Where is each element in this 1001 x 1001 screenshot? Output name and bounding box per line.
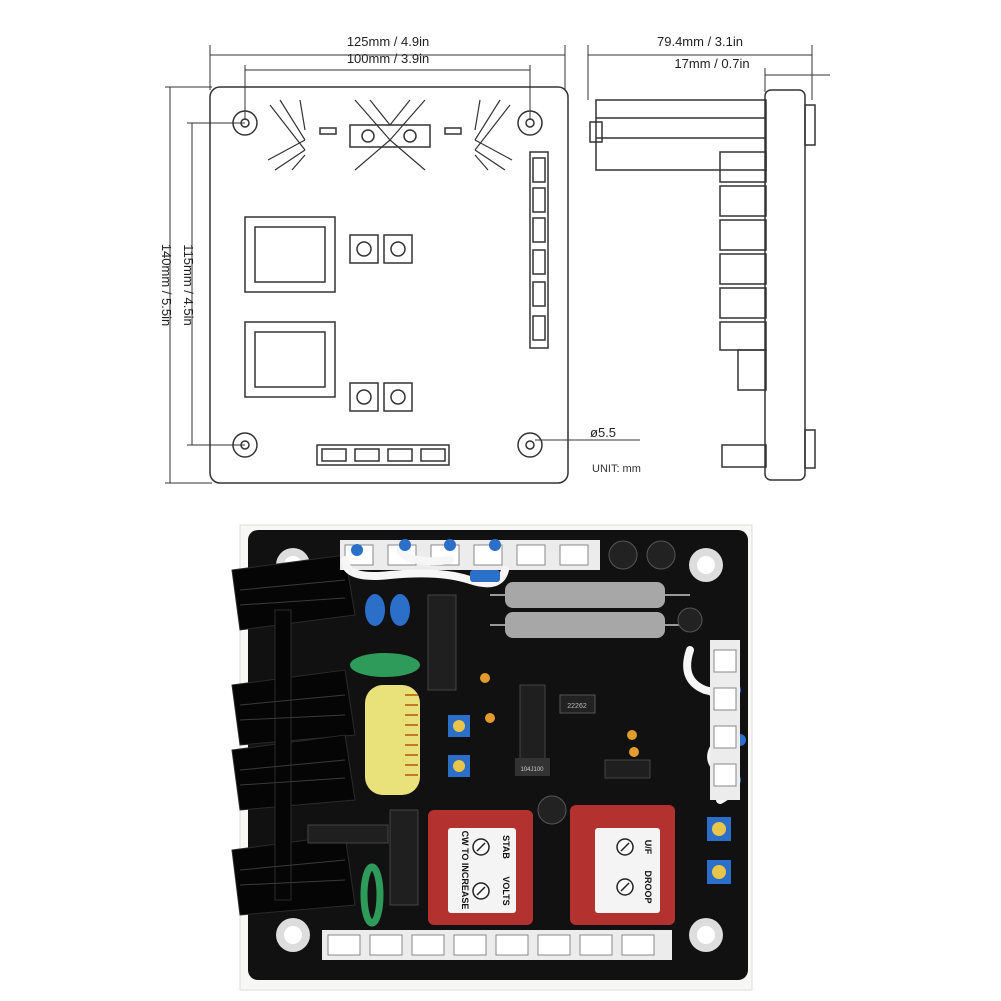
dim-base-depth: 17mm / 0.7in [674, 56, 749, 71]
label-droop: DROOP [643, 870, 653, 903]
technical-drawing: 125mm / 4.9in 100mm / 3.9in 79.4mm / 3.1… [159, 34, 830, 484]
side-view [589, 89, 816, 481]
green-ring [360, 863, 384, 927]
dim-hole-diameter: ø5.5 [590, 425, 616, 440]
ic-label: 22262 [567, 703, 587, 710]
dim-overall-width: 125mm / 4.9in [347, 34, 429, 49]
blue-capacitors [365, 594, 410, 626]
transformer-left: CW TO INCREASE STAB VOLTS [428, 810, 533, 925]
product-photo: 22262 104J100 [231, 524, 753, 991]
power-resistors [490, 582, 690, 638]
transformer-right: U/F DROOP [570, 805, 675, 925]
ic-chip: 22262 [559, 694, 596, 714]
label-uf: U/F [643, 840, 653, 855]
right-terminals [710, 640, 740, 800]
capacitor-label: 104J100 [520, 767, 544, 773]
bottom-terminals [322, 930, 672, 960]
label-stab: STAB [501, 835, 511, 859]
dim-unit: UNIT: mm [592, 463, 641, 475]
capacitors [537, 540, 703, 825]
dim-hole-spacing-width: 100mm / 3.9in [347, 51, 429, 66]
green-toroid [350, 653, 420, 677]
dim-depth: 79.4mm / 3.1in [657, 34, 743, 49]
heatsinks [231, 554, 356, 916]
black-components [307, 594, 651, 906]
label-volts: VOLTS [501, 876, 511, 905]
label-cw-to-increase: CW TO INCREASE [460, 831, 470, 910]
dim-overall-height: 140mm / 5.5in [159, 244, 174, 326]
front-view [209, 86, 569, 484]
leds [480, 673, 639, 757]
trimmer-pots [448, 715, 731, 884]
film-capacitor: 104J100 [515, 758, 550, 776]
toroid-inductor [365, 685, 420, 795]
dim-hole-spacing-height: 115mm / 4.5in [181, 244, 196, 325]
top-terminals [340, 540, 600, 570]
